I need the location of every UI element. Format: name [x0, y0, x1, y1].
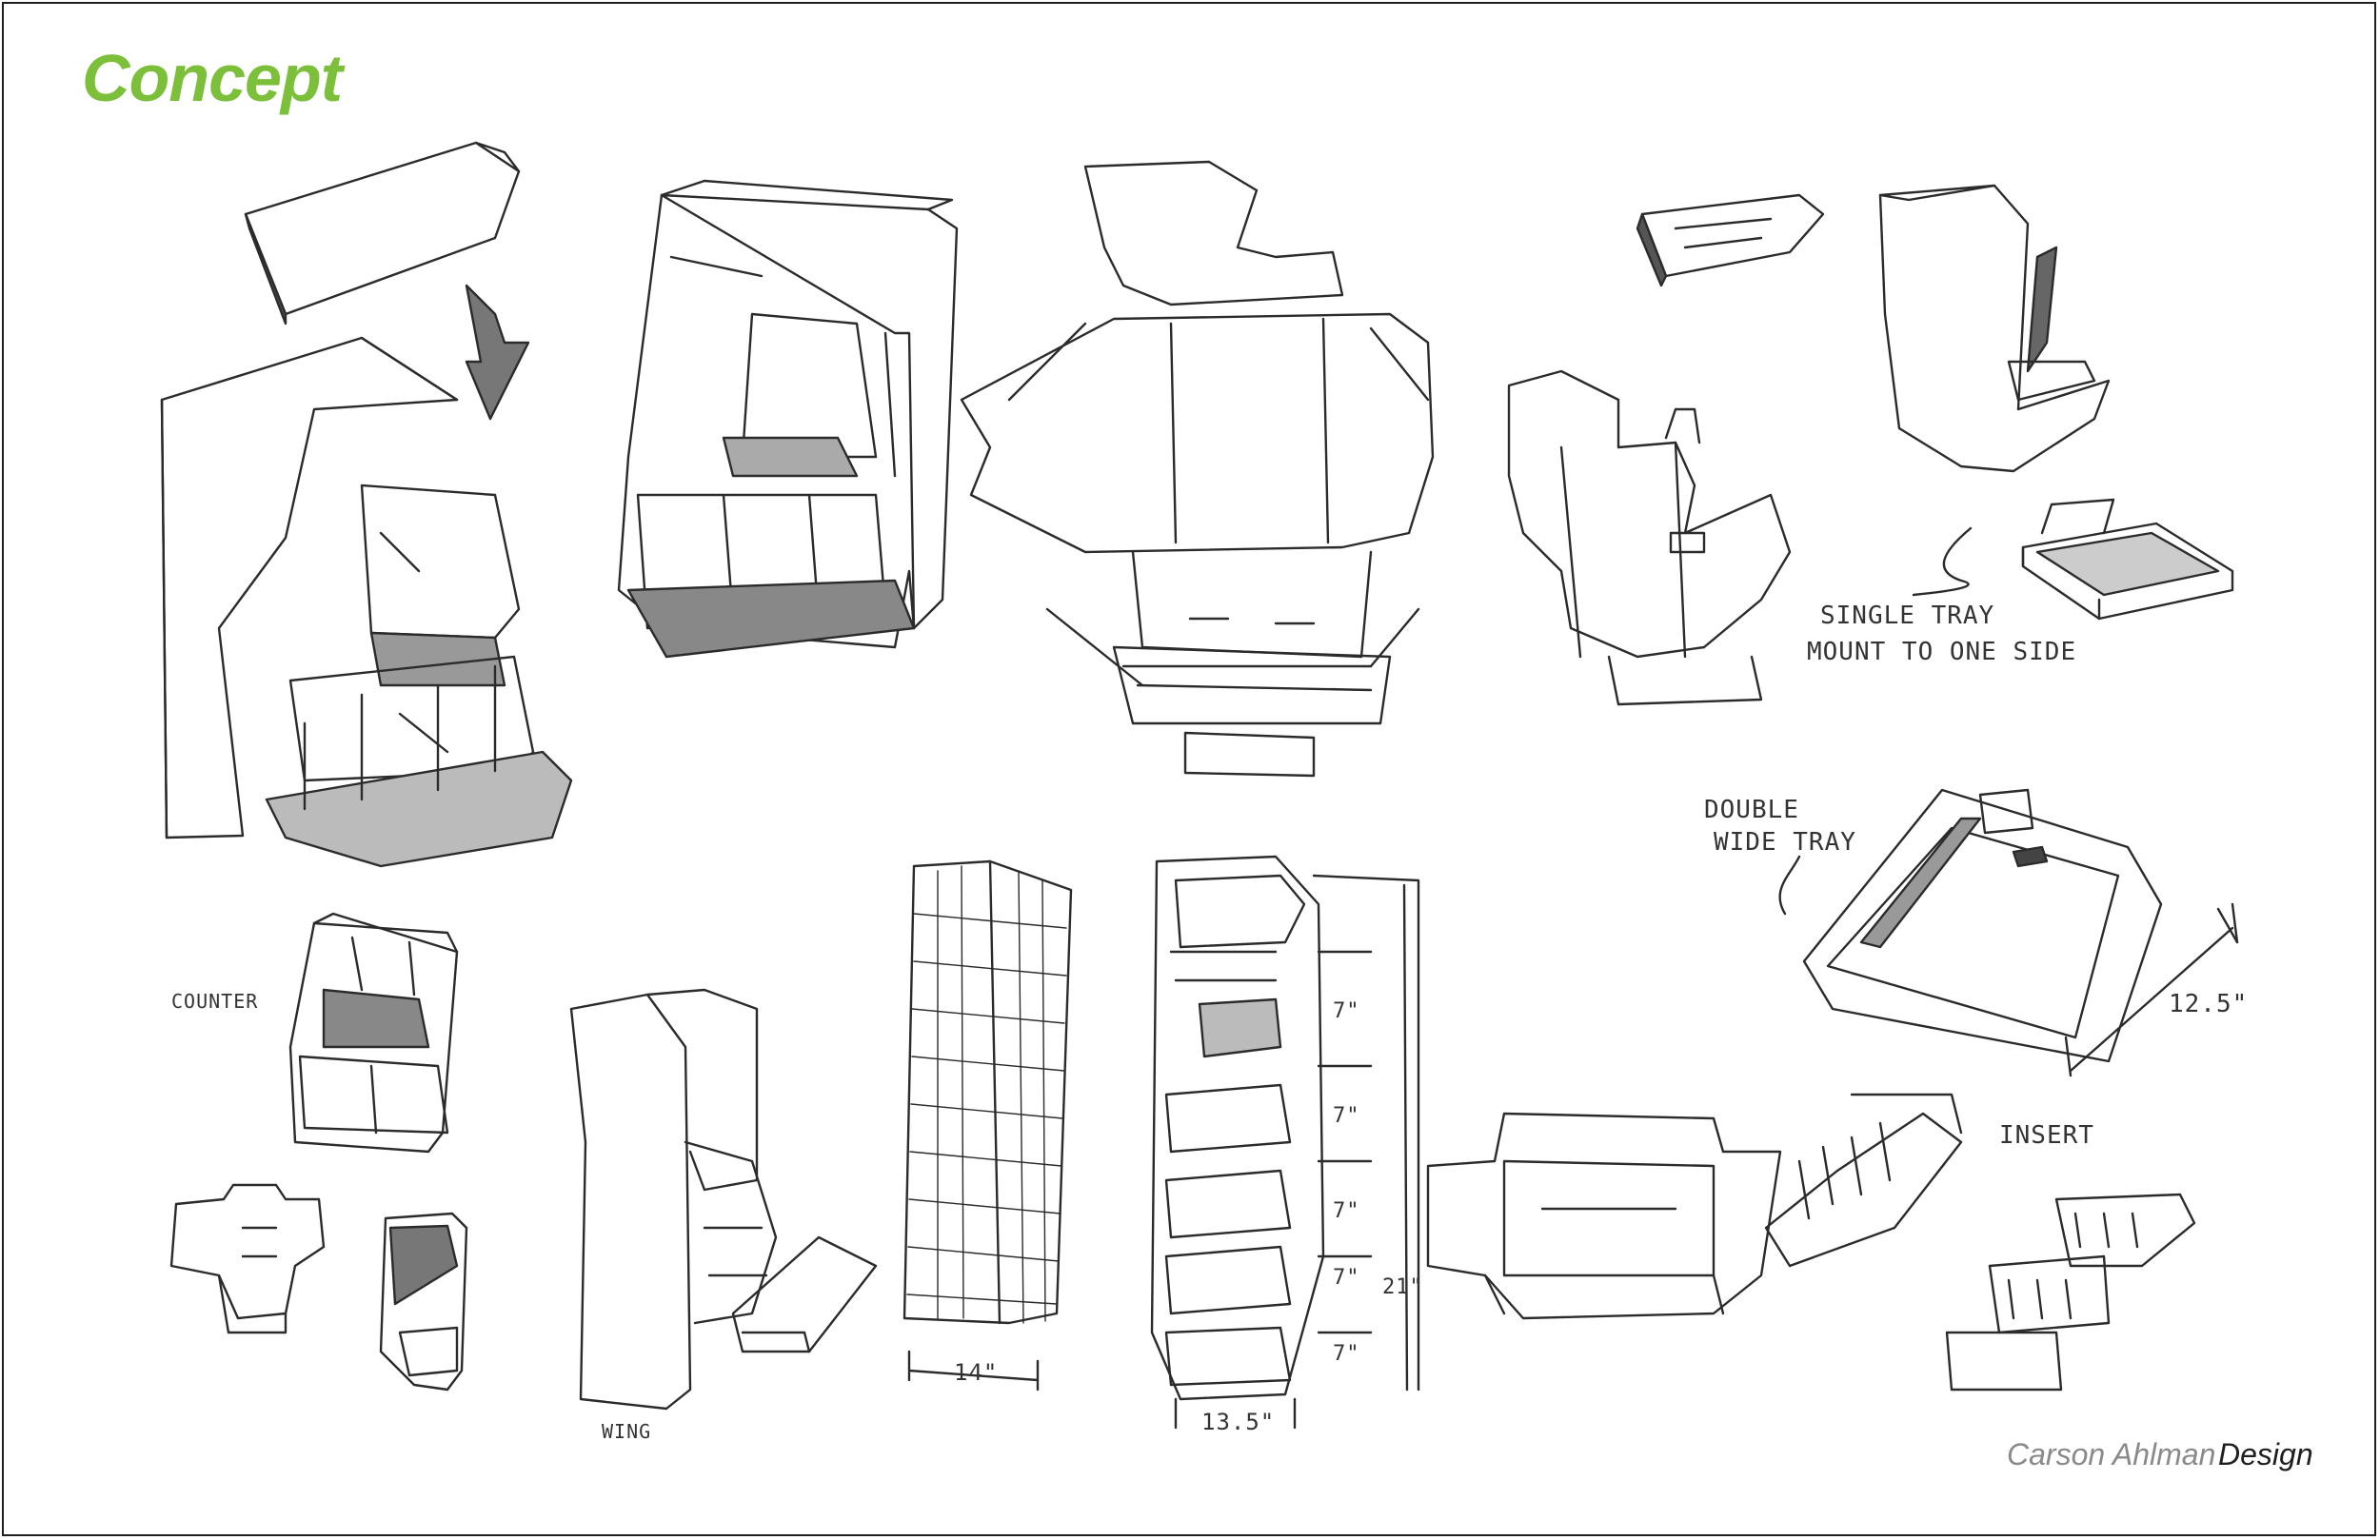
large-display-sketch: [160, 141, 573, 868]
wing-display-sketch: [569, 988, 878, 1411]
double-tray-note-line2: WIDE TRAY: [1714, 828, 1856, 857]
grid-tower-sketch: [902, 859, 1073, 1392]
dieline-small-sketch: [1507, 369, 1792, 706]
shelf-spacing-4: 7": [1333, 1266, 1360, 1290]
designer-name: Carson Ahlman: [2007, 1437, 2216, 1471]
wing-note: WING: [602, 1420, 652, 1443]
dieline-large-sketch: [960, 160, 1435, 778]
tall-display-sketch: [1878, 184, 2111, 473]
counter-note: COUNTER: [171, 990, 259, 1013]
tower-depth-dimension: 13.5": [1201, 1409, 1276, 1435]
single-tray-note-line2: MOUNT TO ONE SIDE: [1807, 638, 2077, 666]
small-display-sketch: [379, 1212, 468, 1392]
dieline-tiny-sketch: [169, 1183, 326, 1334]
tower-height-dimension: 21": [1382, 1275, 1423, 1299]
double-tray-sketch: [1778, 788, 2239, 1077]
counter-display-sketch: [288, 912, 459, 1154]
shelf-spacing-3: 7": [1333, 1199, 1360, 1223]
tray-tower-sketch: [1150, 855, 1420, 1430]
designer-role: Design: [2218, 1437, 2313, 1471]
shelf-spacing-2: 7": [1333, 1104, 1360, 1128]
double-tray-note-line1: DOUBLE: [1704, 796, 1799, 824]
tower-width-dimension: 14": [954, 1359, 999, 1386]
insert-sketch: [1764, 1093, 2196, 1392]
tray-dieline-sketch: [1426, 1112, 1782, 1320]
shelf-spacing-5: 7": [1333, 1342, 1360, 1366]
single-tray-sketch: [1912, 498, 2234, 621]
single-tray-note-line1: SINGLE TRAY: [1820, 602, 1995, 630]
shelf-display-sketch: [617, 179, 959, 659]
tray-width-dimension: 12.5": [2169, 990, 2249, 1018]
insert-note: INSERT: [1999, 1121, 2094, 1150]
shelf-spacing-1: 7": [1333, 999, 1360, 1023]
header-sign-sketch: [1636, 193, 1825, 287]
page-title: Concept: [82, 41, 343, 115]
